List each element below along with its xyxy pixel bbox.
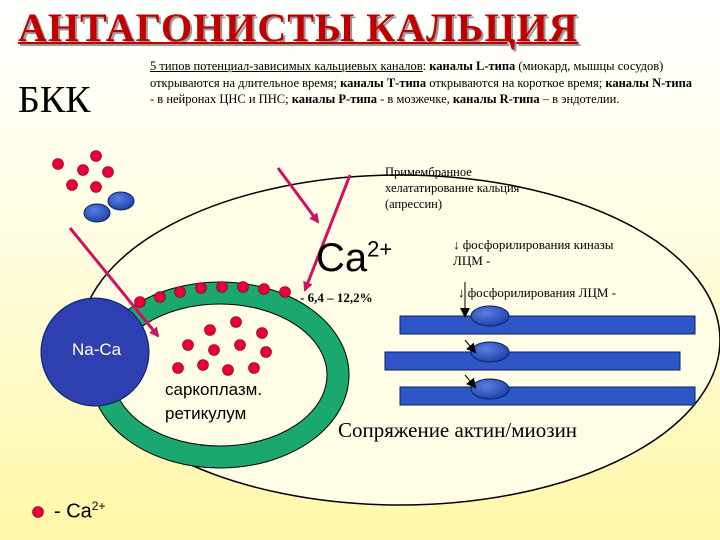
- sr-label-line: ретикулум: [165, 404, 247, 423]
- ca-symbol: Ca: [316, 236, 368, 280]
- calcium-ion: [182, 339, 194, 351]
- myofilament: [384, 351, 681, 371]
- calcium-ion: [66, 179, 78, 191]
- calcium-ion: [208, 344, 220, 356]
- actin-myosin-label: Сопряжение актин/миозин: [338, 418, 578, 442]
- arrow-to-ca: [303, 174, 352, 292]
- desc-part: (миокард, мышцы сосудов) открываются на …: [150, 59, 664, 90]
- calcium-ion: [90, 150, 102, 162]
- desc-part: открываются на короткое время;: [426, 75, 606, 90]
- desc-part: каналы N-типа: [605, 75, 693, 90]
- calcium-ion: [102, 166, 114, 178]
- calcium-ion: [204, 324, 216, 336]
- legend-text: - Ca: [54, 500, 92, 523]
- calcium-ion: [197, 359, 209, 371]
- sr-label: саркоплазм. ретикулум: [165, 378, 262, 426]
- calcium-ion: [230, 316, 242, 328]
- arrow-to-myofilament: [464, 374, 477, 389]
- calcium-ion: [237, 281, 249, 293]
- arrow-calcium-entry: [68, 227, 160, 338]
- legend-calcium-dot: [32, 506, 44, 518]
- myofilament: [399, 315, 696, 335]
- desc-part: :: [422, 59, 430, 73]
- membrane-chelation-label: Примембранное хелататирование кальция (а…: [385, 165, 520, 211]
- arrow-to-myofilament: [464, 339, 477, 354]
- myofilament: [399, 386, 696, 406]
- sr-label-line: саркоплазм.: [165, 380, 263, 399]
- calcium-ion: [260, 346, 272, 358]
- calcium-ion: [222, 364, 234, 376]
- na-ca-exchanger: [40, 297, 150, 407]
- myosin-head: [470, 341, 510, 363]
- legend: - Ca2+: [54, 499, 105, 524]
- calcium-ion: [195, 282, 207, 294]
- calcium-ion: [279, 286, 291, 298]
- calcium-channel: [107, 191, 135, 211]
- myosin-head: [470, 378, 510, 400]
- calcium-ion: [154, 291, 166, 303]
- phospho-kinase-label: ↓ фосфорилирования киназы ЛЦМ -: [453, 237, 614, 268]
- desc-part: каналы Т-типа: [340, 75, 427, 90]
- calcium-ion: [174, 286, 186, 298]
- arrow-to-ca: [276, 167, 320, 224]
- desc-part: - в нейронах ЦНС и ПНС;: [150, 92, 292, 106]
- calcium-ion: [258, 283, 270, 295]
- calcium-ion: [52, 158, 64, 170]
- phospho-lcm-label: ↓ фосфорилирования ЛЦМ -: [458, 285, 616, 300]
- subtitle-bkk: БКК: [18, 79, 91, 121]
- calcium-ion: [248, 362, 260, 374]
- channel-description: 5 типов потенциал-зависимых кальциевых к…: [150, 58, 695, 108]
- calcium-ion: [234, 339, 246, 351]
- calcium-ion: [256, 327, 268, 339]
- desc-part: 5 типов потенциал-зависимых кальциевых к…: [150, 59, 423, 73]
- desc-part: - в мозжечке,: [377, 92, 453, 106]
- desc-part: каналы Р-типа: [291, 92, 378, 106]
- calcium-ion: [90, 181, 102, 193]
- calcium-channel: [83, 203, 111, 223]
- calcium-ion: [216, 281, 228, 293]
- calcium-ion: [77, 164, 89, 176]
- ca-range-label: - 6,4 – 12,2%: [300, 290, 373, 305]
- desc-part: – в эндотелии.: [539, 92, 620, 106]
- ca-charge: 2+: [367, 236, 393, 262]
- desc-part: каналы L-типа: [429, 59, 516, 73]
- myosin-head: [470, 305, 510, 327]
- calcium-ion: [172, 362, 184, 374]
- page-title: АНТАГОНИСТЫ КАЛЬЦИЯ: [18, 5, 579, 50]
- desc-part: каналы R-типа: [452, 92, 540, 106]
- na-ca-label: Na-Ca: [72, 340, 122, 359]
- ca-label: Ca2+: [316, 236, 392, 281]
- legend-charge: 2+: [91, 499, 106, 513]
- calcium-ion: [134, 296, 146, 308]
